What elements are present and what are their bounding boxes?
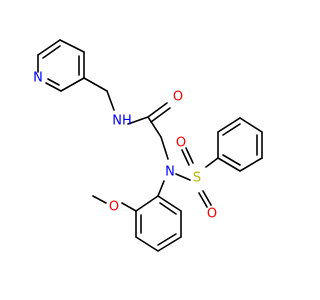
bond [175, 173, 191, 181]
atom-label-amide-nh: NH [112, 114, 132, 129]
bond [59, 39, 85, 53]
molecule-structure-drawing: N NH O N S O O O [33, 39, 263, 252]
bond [60, 77, 85, 92]
methoxyphenyl-group [92, 180, 182, 252]
atom-label-carbonyl-o: O [173, 90, 183, 105]
bond-double-inner [157, 233, 177, 246]
bond-carbonyl [147, 102, 168, 118]
bond-double-inner [47, 78, 60, 86]
bond [127, 116, 149, 125]
bond [121, 202, 137, 212]
bond-double-inner [222, 123, 241, 136]
bond-sulfonyl-o [202, 190, 212, 206]
bond [157, 180, 165, 197]
bond-carbonyl [150, 107, 171, 123]
molecule-structure-canvas: N NH O N S O O O [33, 39, 263, 252]
bond-double-inner [222, 154, 241, 166]
bond [160, 136, 169, 160]
bond [135, 195, 159, 212]
bond [239, 157, 263, 172]
atom-label-methoxy-o: O [109, 200, 119, 215]
bond [147, 116, 162, 138]
atom-label-sulfonyl-o-top: O [176, 136, 186, 151]
atom-label-sulfur: S [193, 171, 201, 186]
bond-sulfonyl-o [185, 147, 194, 164]
bond [217, 157, 241, 172]
bond [135, 236, 159, 252]
bond [205, 157, 219, 168]
atom-label-pyridine-n: N [33, 71, 43, 86]
bond-double-inner [159, 202, 177, 215]
bond-sulfonyl-o [181, 149, 190, 166]
bond [92, 195, 107, 204]
bond [37, 39, 61, 56]
bond [157, 236, 182, 252]
bond [106, 90, 115, 111]
bond-double-inner [42, 45, 61, 59]
bond-sulfonyl-o [198, 192, 208, 208]
atom-label-sulfonamide-n: N [165, 165, 175, 180]
atom-label-sulfonyl-o-bottom: O [207, 207, 217, 222]
bond [83, 77, 108, 92]
bond [157, 195, 182, 212]
bond [45, 82, 62, 92]
bond [217, 117, 241, 133]
bond [239, 117, 263, 133]
amide-chain [83, 77, 171, 160]
pyridine-ring [37, 39, 85, 92]
benzenesulfonyl-group [175, 117, 263, 208]
